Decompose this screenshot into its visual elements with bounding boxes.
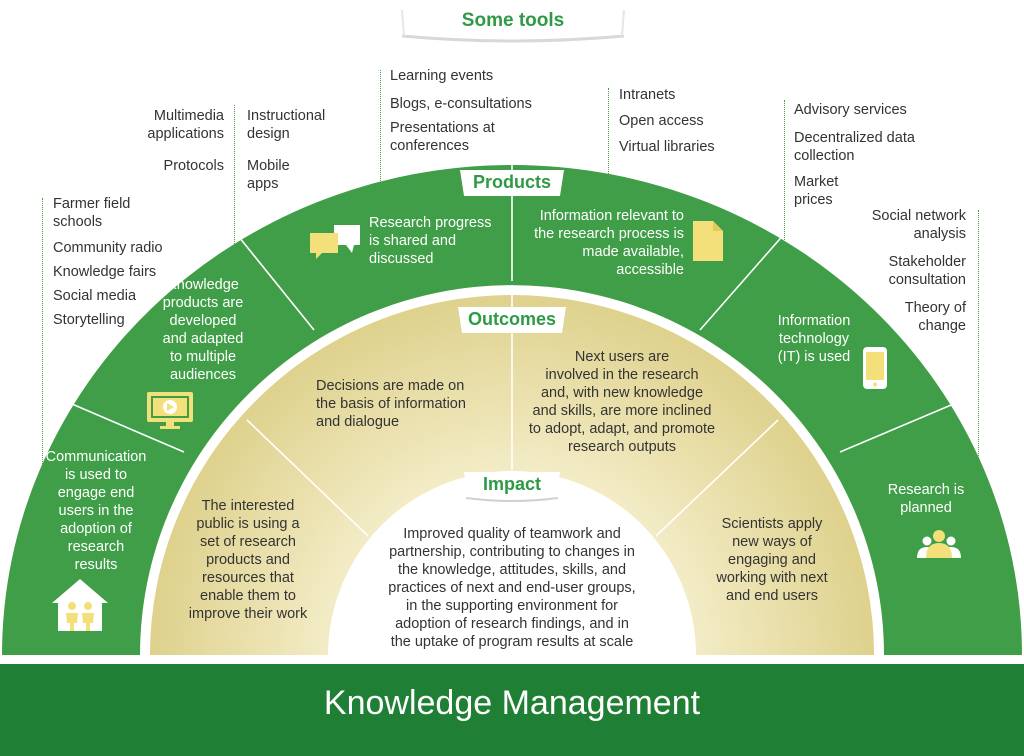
- tools-divider-2: [234, 105, 235, 250]
- outcome-next-users: Next users are involved in the research …: [528, 349, 716, 455]
- impact-text: Improved quality of teamwork and partner…: [388, 526, 636, 650]
- tools-column-2: Multimedia applications Protocols: [118, 107, 224, 183]
- tools-divider-5: [784, 100, 785, 248]
- tool-item: Multimedia applications: [147, 108, 224, 142]
- products-label: Products: [472, 172, 551, 192]
- outcome-decisions: Decisions are made on the basis of infor…: [316, 378, 466, 430]
- outcomes-arch: [150, 295, 874, 655]
- tools-title-banner: Some tools: [400, 6, 626, 46]
- product-it: Information technology (IT) is used: [777, 313, 851, 365]
- tool-item: Blogs, e-consultations: [390, 96, 532, 112]
- tools-column-3: Instructional design Mobile apps: [247, 107, 325, 201]
- tool-item: Market prices: [794, 174, 839, 208]
- tools-column-4: Learning events Blogs, e-consultations P…: [390, 67, 532, 163]
- tool-item: Mobile apps: [247, 158, 290, 192]
- tool-item: Learning events: [390, 68, 494, 84]
- footer-title: Knowledge Management: [323, 684, 701, 722]
- tools-divider-4: [608, 88, 609, 178]
- tool-item: Protocols: [163, 158, 224, 174]
- tool-item: Intranets: [619, 87, 676, 103]
- tool-item: Advisory services: [794, 102, 907, 118]
- tool-item: Instructional design: [247, 108, 326, 142]
- impact-label: Impact: [482, 474, 542, 494]
- tools-divider-3: [380, 70, 381, 185]
- house-people-icon: [52, 579, 108, 631]
- mobile-phone-icon: [863, 347, 887, 389]
- outcomes-banner: Outcomes: [454, 305, 570, 335]
- outcome-public: The interested public is using a set of …: [188, 498, 308, 622]
- tools-column-6: Advisory services Decentralized data col…: [794, 101, 915, 217]
- impact-semicircle: [330, 473, 694, 655]
- product-knowledge: Knowledge products are developed and ada…: [162, 277, 244, 383]
- tool-item: Theory of change: [904, 300, 966, 334]
- tool-item: Community radio: [53, 240, 163, 256]
- tools-column-7: Social network analysis Stakeholder cons…: [846, 207, 966, 343]
- impact-banner: Impact: [460, 470, 564, 502]
- document-icon: [693, 221, 723, 261]
- product-communication: Communication is used to engage end user…: [45, 449, 147, 573]
- tool-item: Presentations at conferences: [390, 120, 495, 154]
- tool-item: Farmer field schools: [53, 196, 131, 230]
- tool-item: Social network analysis: [871, 208, 966, 242]
- people-group-icon: [917, 530, 961, 558]
- outcomes-label: Outcomes: [467, 309, 557, 329]
- speech-bubbles-icon: [310, 225, 360, 259]
- product-planned: Research is planned: [887, 482, 965, 516]
- video-screen-icon: [147, 392, 193, 429]
- tool-item: Decentralized data collection: [794, 130, 915, 164]
- products-arch: [2, 165, 1022, 655]
- outcome-scientists: Scientists apply new ways of engaging an…: [716, 516, 828, 604]
- products-banner: Products: [456, 168, 568, 198]
- product-progress: Research progress is shared and discusse…: [369, 215, 492, 267]
- tools-title: Some tools: [461, 10, 565, 31]
- tool-item: Virtual libraries: [619, 139, 715, 155]
- product-information: Information relevant to the research pro…: [534, 208, 684, 278]
- tools-divider-6: [978, 210, 979, 468]
- tool-item: Social media: [53, 288, 137, 304]
- tool-item: Knowledge fairs: [53, 264, 157, 280]
- tool-item: Open access: [619, 113, 704, 129]
- footer-bar: [0, 664, 1024, 756]
- tools-divider-1: [42, 198, 43, 468]
- tools-column-5: Intranets Open access Virtual libraries: [619, 86, 715, 164]
- tool-item: Stakeholder consultation: [888, 254, 966, 288]
- tool-item: Storytelling: [53, 312, 125, 328]
- tools-column-1: Farmer field schools Community radio Kno…: [53, 195, 163, 337]
